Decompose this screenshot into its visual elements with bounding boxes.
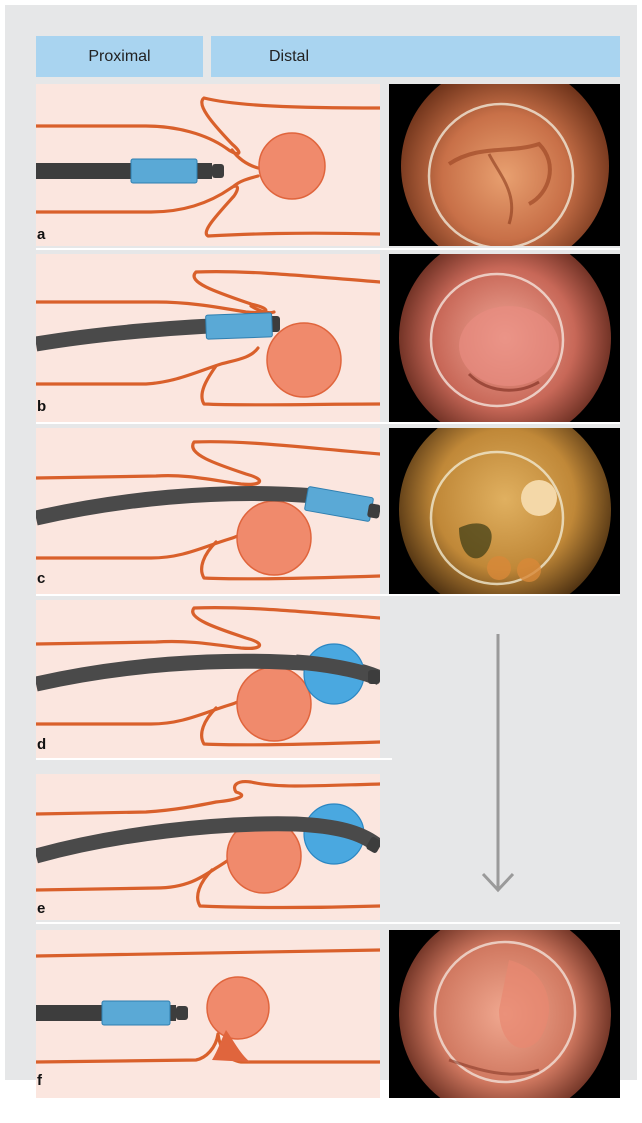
diagram-panel-d bbox=[36, 600, 380, 758]
diagram-panel-e bbox=[36, 774, 380, 920]
row-divider bbox=[36, 1098, 620, 1100]
panel-label-f: f bbox=[37, 1072, 42, 1089]
down-arrow-icon bbox=[480, 634, 516, 896]
endoscopy-image-b bbox=[389, 254, 620, 422]
diagram-panel-a bbox=[36, 84, 380, 246]
endoscopy-image-c bbox=[389, 428, 620, 594]
header-proximal: Proximal bbox=[36, 36, 203, 77]
diagram-panel-b bbox=[36, 254, 380, 422]
panel-label-e: e bbox=[37, 900, 45, 917]
panel-label-c: c bbox=[37, 570, 45, 587]
row-divider bbox=[36, 758, 392, 760]
proximal-label: Proximal bbox=[88, 48, 150, 65]
panel-label-a: a bbox=[37, 226, 45, 243]
row-divider bbox=[36, 922, 620, 924]
row-divider bbox=[36, 594, 620, 596]
row-divider bbox=[36, 248, 620, 250]
panel-label-d: d bbox=[37, 736, 46, 753]
endoscopy-image-a bbox=[389, 84, 620, 246]
diagram-panel-c bbox=[36, 428, 380, 594]
diagram-panel-f bbox=[36, 930, 380, 1098]
endoscopy-image-f bbox=[389, 930, 620, 1098]
panel-label-b: b bbox=[37, 398, 46, 415]
row-divider bbox=[36, 422, 620, 424]
distal-label: Distal bbox=[269, 48, 309, 65]
header-distal: Distal bbox=[211, 36, 620, 77]
